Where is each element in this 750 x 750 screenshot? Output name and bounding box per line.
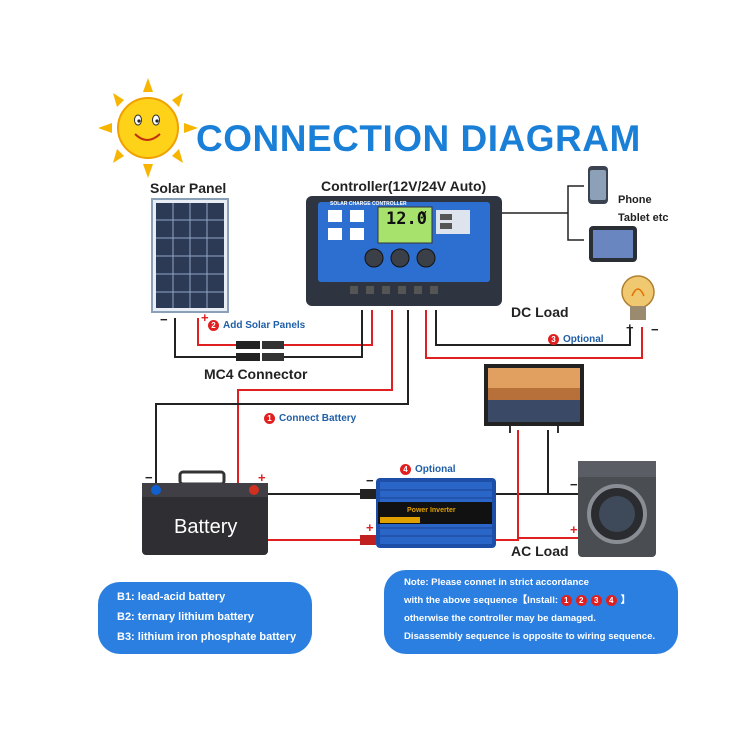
inverter-minus-mark: − [366,473,374,488]
step-1-number: 1 [264,413,275,424]
solar-plus-mark: + [201,310,209,325]
step-1-text: Connect Battery [279,413,357,425]
note-num-3: 3 [590,594,602,606]
mc4-connector-label: MC4 Connector [204,366,308,382]
battery-type-b1: B1: lead-acid battery [117,591,226,603]
controller-display-value: 12.0 [386,209,427,229]
battery-type-b2: B2: ternary lithium battery [117,611,254,623]
battery-image [142,470,268,555]
step-4-number: 4 [400,464,411,475]
step-4-label: 4 Optional [400,464,456,475]
controller-face-text: SOLAR CHARGE CONTROLLER [330,201,407,207]
tablet-image [589,226,637,262]
note-panel: Note: Please connet in strict accordance… [384,570,678,654]
dc-load-label: DC Load [511,304,569,320]
battery-label: Battery [174,516,238,538]
washing-machine-image [578,461,656,557]
page-title: CONNECTION DIAGRAM [196,118,641,159]
step-3-number: 3 [548,334,559,345]
solar-panel-label: Solar Panel [150,180,227,196]
note-num-1: 1 [560,594,572,606]
step-2-text: Add Solar Panels [223,320,306,332]
note-line-3: otherwise the controller may be damaged. [404,613,596,624]
step-1-label: 1 Connect Battery [264,413,356,424]
note-line-1: Note: Please connet in strict accordance [404,577,590,588]
note-line-4: Disassembly sequence is opposite to wiri… [404,631,656,642]
step-2-label: 2 Add Solar Panels [208,320,305,331]
ac-plus-mark: + [570,522,578,537]
note-num-2: 2 [575,594,587,606]
phone-label: Phone [618,194,652,206]
bulb-minus-mark: − [651,322,659,337]
note-num-4: 4 [605,594,617,606]
battery-type-b3: B3: lithium iron phosphate battery [117,631,297,643]
solar-minus-mark: − [160,312,168,327]
sun-icon [98,78,198,178]
inverter-image [376,478,496,548]
note-line-2-prefix: with the above sequence【Install: [404,595,559,606]
bulb-image [621,275,655,320]
step-3-text: Optional [563,334,604,346]
step-4-text: Optional [415,464,456,476]
step-3-label: 3 Optional [548,334,604,345]
solar-panel-image [151,198,229,313]
tv-image [484,364,584,433]
controller-display-unit: V [421,210,427,219]
ac-load-label: AC Load [511,543,569,559]
step-2-number: 2 [208,320,219,331]
inverter-label: Power Inverter [407,507,456,514]
battery-types-panel: B1: lead-acid battery B2: ternary lithiu… [98,582,312,654]
battery-minus-mark: − [145,470,153,485]
inverter-plus-mark: + [366,520,374,535]
tablet-label: Tablet etc [618,212,669,224]
ac-minus-mark: − [570,477,578,492]
note-line-2-suffix: 】 [620,595,631,606]
battery-plus-mark: + [258,470,266,485]
phone-image [588,166,608,204]
bulb-plus-mark: + [626,320,634,335]
controller-image [306,196,502,306]
controller-label: Controller(12V/24V Auto) [321,178,487,194]
